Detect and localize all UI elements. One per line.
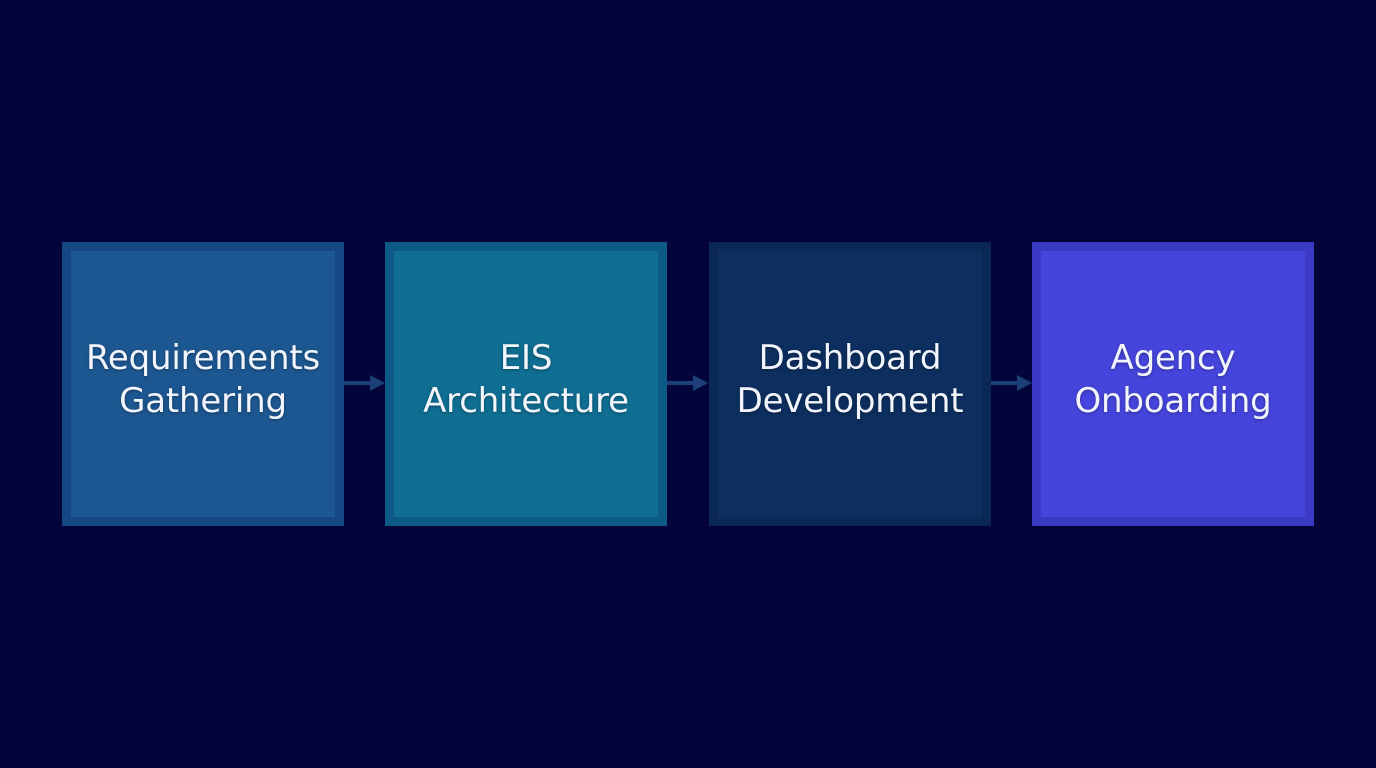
step-label-line-1: Requirements xyxy=(86,338,320,378)
step-requirements-gathering: Requirements Gathering xyxy=(62,242,344,526)
arrow-right-icon xyxy=(667,375,708,391)
step-eis-architecture: EIS Architecture xyxy=(385,242,667,526)
step-label-line-1: Dashboard xyxy=(758,338,942,378)
step-label-line-2: Architecture xyxy=(423,381,629,421)
step-label: EIS Architecture xyxy=(423,337,629,423)
arrow-right-icon xyxy=(344,375,385,391)
step-label-line-2: Gathering xyxy=(119,381,287,421)
step-label-line-2: Onboarding xyxy=(1074,381,1272,421)
step-label: Dashboard Development xyxy=(737,337,964,423)
step-agency-onboarding: Agency Onboarding xyxy=(1032,242,1314,526)
step-dashboard-development: Dashboard Development xyxy=(709,242,991,526)
step-label-line-2: Development xyxy=(736,381,964,421)
step-label: Agency Onboarding xyxy=(1074,337,1271,423)
step-label: Requirements Gathering xyxy=(86,337,320,423)
arrow-right-icon xyxy=(991,375,1032,391)
step-label-line-1: Agency xyxy=(1110,338,1236,378)
step-label-line-1: EIS xyxy=(499,338,553,378)
